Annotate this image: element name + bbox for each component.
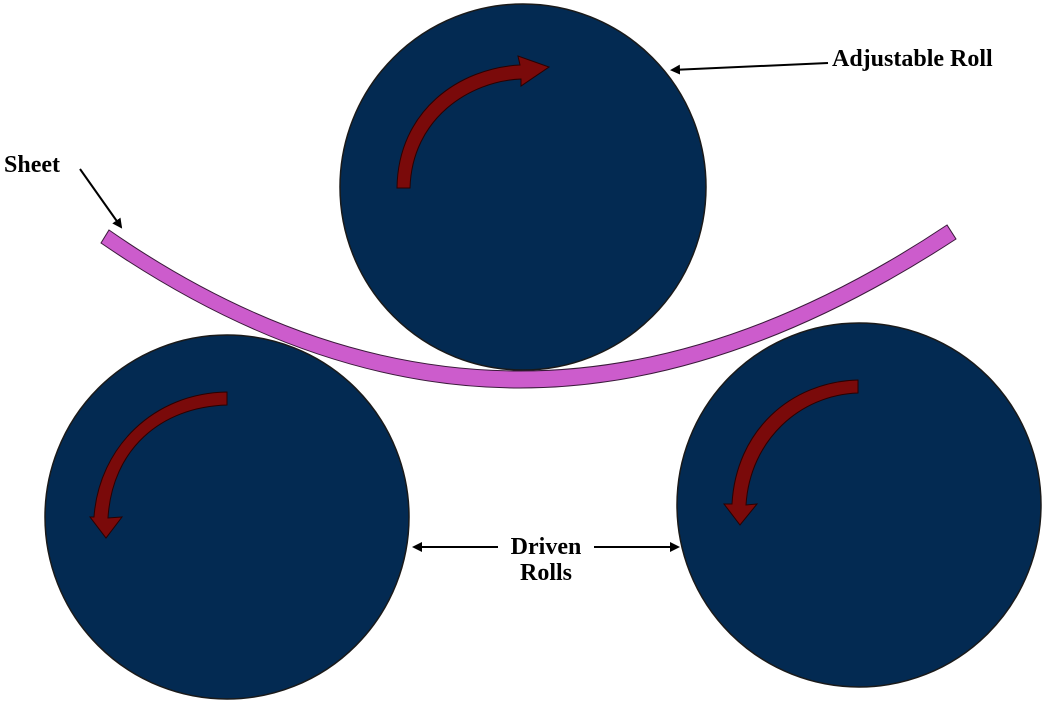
adjustable-roll-label: Adjustable Roll [832,46,993,72]
rotation-arrow-icon [88,391,228,539]
driven-roll-right [676,322,1042,688]
rotation-arrow-icon [396,55,551,189]
adjustable-roll-pointer [670,62,829,75]
sheet-pointer [79,168,123,229]
rotation-arrow-icon [722,379,859,526]
driven-rolls-label-line2: Rolls [519,560,572,586]
sheet-label: Sheet [4,152,60,178]
adjustable-roll [339,3,707,371]
driven-roll-left [44,334,410,700]
sheet-strip [100,224,957,389]
driven-rolls-label: Driven Rolls [500,534,592,586]
driven-rolls-label-line1: Driven [510,534,582,560]
